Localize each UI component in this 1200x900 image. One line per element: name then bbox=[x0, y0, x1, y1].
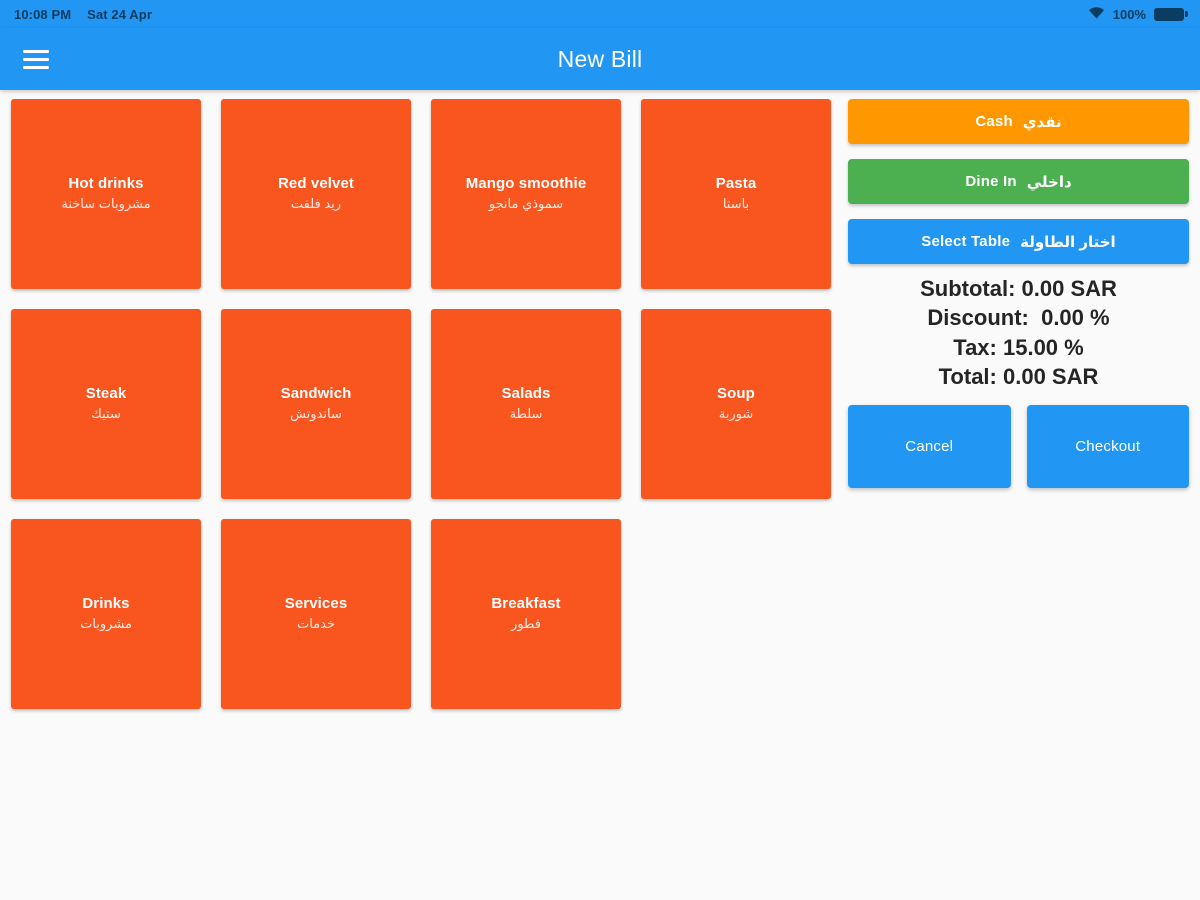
category-tile-mango-smoothie[interactable]: Mango smoothie سموذي مانجو bbox=[431, 99, 621, 289]
category-name-en: Steak bbox=[85, 385, 127, 403]
order-type-label-ar: داخلي bbox=[1026, 173, 1072, 191]
bill-totals: Subtotal: 0.00 SAR Discount: 0.00 % Tax:… bbox=[848, 272, 1189, 399]
category-name-ar: فطور bbox=[511, 615, 541, 631]
category-name-ar: سلطة bbox=[509, 405, 543, 421]
app-bar: New Bill bbox=[0, 28, 1200, 90]
category-tile-soup[interactable]: Soup شوربة bbox=[641, 309, 831, 499]
category-grid: Hot drinks مشروبات ساخنة Red velvet ريد … bbox=[11, 99, 840, 709]
order-type-label-en: Dine In bbox=[965, 173, 1017, 190]
category-name-ar: مشروبات bbox=[80, 615, 132, 631]
category-name-ar: ستيك bbox=[91, 405, 121, 421]
category-name-ar: سموذي مانجو bbox=[488, 195, 564, 211]
battery-percent-label: 100% bbox=[1112, 6, 1146, 22]
main-content: Hot drinks مشروبات ساخنة Red velvet ريد … bbox=[0, 90, 1200, 900]
order-type-button[interactable]: Dine In داخلي bbox=[848, 159, 1189, 204]
category-grid-area: Hot drinks مشروبات ساخنة Red velvet ريد … bbox=[0, 90, 840, 709]
category-name-en: Hot drinks bbox=[68, 175, 144, 193]
bill-action-row: Cancel Checkout bbox=[848, 405, 1189, 488]
category-name-ar: ريد فلفت bbox=[290, 195, 342, 211]
cancel-button[interactable]: Cancel bbox=[848, 405, 1011, 488]
total-row: Total: 0.00 SAR bbox=[938, 363, 1099, 389]
category-name-en: Pasta bbox=[715, 175, 757, 193]
payment-method-label-en: Cash bbox=[975, 113, 1013, 130]
category-tile-drinks[interactable]: Drinks مشروبات bbox=[11, 519, 201, 709]
category-name-en: Services bbox=[284, 595, 348, 613]
category-tile-hot-drinks[interactable]: Hot drinks مشروبات ساخنة bbox=[11, 99, 201, 289]
category-tile-steak[interactable]: Steak ستيك bbox=[11, 309, 201, 499]
category-name-en: Red velvet bbox=[277, 175, 355, 193]
checkout-button[interactable]: Checkout bbox=[1026, 405, 1189, 488]
bill-side-panel: Cash نقدي Dine In داخلي Select Table اخت… bbox=[840, 90, 1200, 488]
select-table-label-en: Select Table bbox=[921, 233, 1011, 250]
subtotal-row: Subtotal: 0.00 SAR bbox=[920, 276, 1117, 301]
tax-row: Tax: 15.00 % bbox=[953, 334, 1084, 360]
payment-method-label-ar: نقدي bbox=[1022, 113, 1062, 131]
discount-row: Discount: 0.00 % bbox=[927, 305, 1110, 331]
page-title: New Bill bbox=[557, 45, 643, 72]
status-time: 10:08 PM bbox=[14, 6, 72, 22]
category-tile-breakfast[interactable]: Breakfast فطور bbox=[431, 519, 621, 709]
status-bar-left: 10:08 PM Sat 24 Apr bbox=[14, 7, 152, 22]
category-name-ar: شوربة bbox=[718, 405, 754, 421]
category-name-ar: مشروبات ساخنة bbox=[61, 195, 151, 211]
hamburger-menu-icon[interactable] bbox=[8, 31, 64, 87]
category-name-en: Soup bbox=[717, 385, 755, 403]
category-tile-salads[interactable]: Salads سلطة bbox=[431, 309, 621, 499]
category-name-ar: باستا bbox=[722, 195, 750, 211]
status-bar-right: 100% bbox=[1088, 6, 1188, 22]
select-table-button[interactable]: Select Table اختار الطاولة bbox=[848, 219, 1189, 264]
category-name-ar: خدمات bbox=[296, 615, 336, 631]
category-tile-pasta[interactable]: Pasta باستا bbox=[641, 99, 831, 289]
status-date: Sat 24 Apr bbox=[87, 6, 152, 22]
category-name-en: Drinks bbox=[82, 595, 130, 613]
category-name-en: Salads bbox=[501, 385, 551, 403]
category-tile-services[interactable]: Services خدمات bbox=[221, 519, 411, 709]
category-name-en: Mango smoothie bbox=[465, 175, 587, 193]
category-name-ar: ساندوتش bbox=[290, 405, 342, 421]
battery-icon bbox=[1154, 7, 1188, 21]
select-table-label-ar: اختار الطاولة bbox=[1020, 233, 1116, 251]
status-bar: 10:08 PM Sat 24 Apr 100% bbox=[0, 0, 1200, 28]
category-tile-red-velvet[interactable]: Red velvet ريد فلفت bbox=[221, 99, 411, 289]
category-name-en: Sandwich bbox=[280, 385, 352, 403]
category-name-en: Breakfast bbox=[491, 595, 561, 613]
payment-method-button[interactable]: Cash نقدي bbox=[848, 99, 1189, 144]
wifi-icon bbox=[1088, 6, 1105, 22]
category-tile-sandwich[interactable]: Sandwich ساندوتش bbox=[221, 309, 411, 499]
